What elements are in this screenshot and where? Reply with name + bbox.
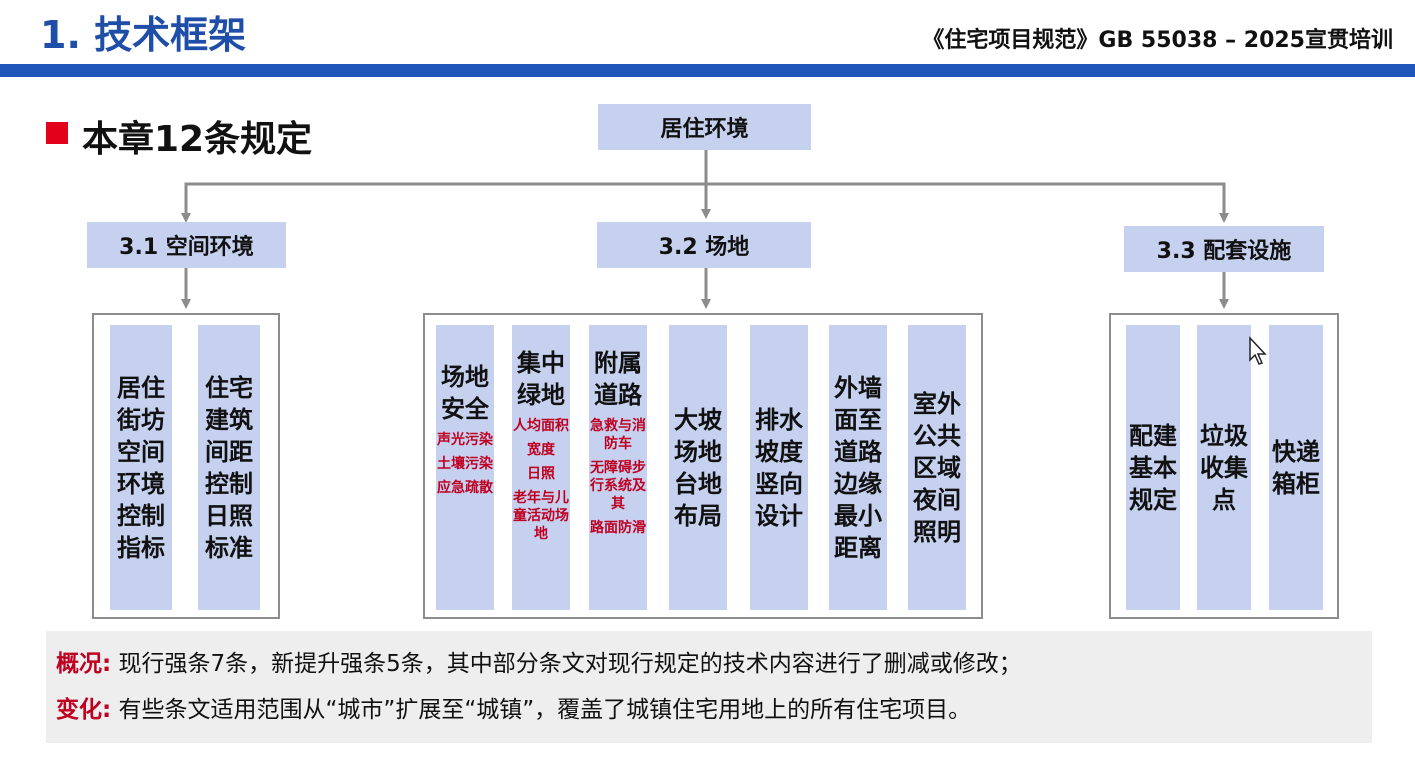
leaf-item: 大坡场地台地布局 [669,325,727,610]
section-bullet-icon [46,122,68,144]
change-text: 有些条文适用范围从“城市”扩展至“城镇”，覆盖了城镇住宅用地上的所有住宅项目。 [118,697,972,723]
leaf-detail: 无障碍步行系统及其 [590,460,646,512]
change-label: 变化: [56,697,112,723]
leaf-item: 排水坡度竖向设计 [750,325,808,610]
leaf-item: 住宅建筑间距控制日照标准 [198,325,260,610]
slide-subtitle: 《住宅项目规范》GB 55038 – 2025宣贯培训 [922,28,1393,53]
leaf-title: 集中绿地 [517,349,565,409]
mouse-cursor-icon [1249,336,1267,365]
summary-overview: 概况: 现行强条7条，新提升强条5条，其中部分条文对现行规定的技术内容进行了删减… [56,641,1372,687]
leaf-detail: 路面防滑 [590,520,646,536]
leaf-item: 集中绿地 人均面积 宽度 日照 老年与儿童活动场地 [512,325,570,610]
leaf-details: 人均面积 宽度 日照 老年与儿童活动场地 [513,417,569,543]
summary-change: 变化: 有些条文适用范围从“城市”扩展至“城镇”，覆盖了城镇住宅用地上的所有住宅… [56,687,1372,733]
section-title: 本章12条规定 [82,119,313,160]
leaf-detail: 人均面积 [513,418,569,434]
leaf-title: 快递箱柜 [1272,437,1320,498]
overview-text: 现行强条7条，新提升强条5条，其中部分条文对现行规定的技术内容进行了删减或修改； [118,651,1022,677]
branch-site: 3.2 场地 [597,222,811,268]
leaf-title: 室外公共区域夜间照明 [913,389,961,546]
leaf-detail: 急救与消防车 [590,418,646,452]
leaf-title: 附属道路 [594,349,642,409]
leaf-title: 垃圾收集点 [1200,421,1248,514]
leaf-item: 居住街坊空间环境控制指标 [110,325,172,610]
leaf-detail: 土壤污染 [437,456,493,472]
header-bar [0,64,1415,77]
branch-supporting-facilities: 3.3 配套设施 [1124,226,1324,272]
overview-label: 概况: [56,651,112,677]
leaf-detail: 日照 [527,466,555,482]
leaf-item: 快递箱柜 [1269,325,1323,610]
leaf-detail: 声光污染 [437,432,493,448]
leaf-item: 配建基本规定 [1126,325,1180,610]
leaf-detail: 宽度 [527,442,555,458]
leaf-title: 住宅建筑间距控制日照标准 [205,373,253,562]
leaf-title: 配建基本规定 [1129,421,1177,514]
leaf-detail: 应急疏散 [437,480,493,496]
leaf-item: 垃圾收集点 [1197,325,1251,610]
leaf-details: 急救与消防车 无障碍步行系统及其 路面防滑 [590,417,646,537]
leaf-title: 大坡场地台地布局 [674,405,722,530]
leaf-details: 声光污染 土壤污染 应急疏散 [437,431,493,497]
branch-space-environment: 3.1 空间环境 [87,222,286,268]
root-node: 居住环境 [598,104,811,150]
leaf-title: 外墙面至道路边缘最小距离 [834,373,882,562]
leaf-item: 场地安全 声光污染 土壤污染 应急疏散 [436,325,494,610]
leaf-title: 居住街坊空间环境控制指标 [117,373,165,562]
leaf-detail: 老年与儿童活动场地 [513,490,569,542]
leaf-item: 室外公共区域夜间照明 [908,325,966,610]
slide-title: 1. 技术框架 [40,13,247,57]
leaf-item: 外墙面至道路边缘最小距离 [829,325,887,610]
summary-panel: 概况: 现行强条7条，新提升强条5条，其中部分条文对现行规定的技术内容进行了删减… [46,631,1372,743]
leaf-title: 排水坡度竖向设计 [755,405,803,530]
leaf-item: 附属道路 急救与消防车 无障碍步行系统及其 路面防滑 [589,325,647,610]
leaf-title: 场地安全 [441,363,489,423]
